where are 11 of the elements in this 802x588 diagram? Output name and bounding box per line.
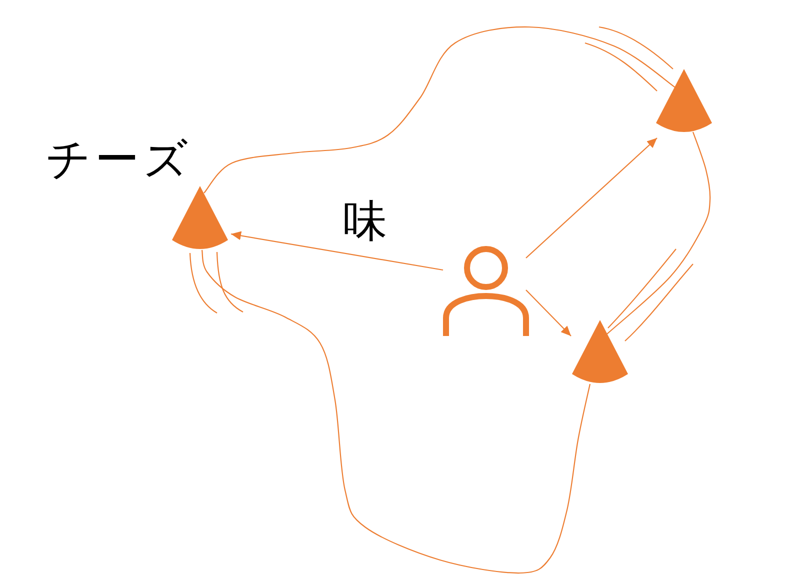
- arrow: [526, 290, 572, 336]
- connector-curve: [606, 132, 711, 334]
- cone-shape: [572, 320, 628, 384]
- shape-caption: チーズ: [46, 136, 192, 184]
- person-icon: [443, 245, 529, 336]
- connector-curve: [204, 26, 676, 194]
- cone-shape: [172, 186, 228, 250]
- arrow: [526, 138, 658, 258]
- cone-shape: [656, 69, 712, 133]
- arrow: [230, 231, 444, 271]
- connector-curve: [201, 250, 591, 574]
